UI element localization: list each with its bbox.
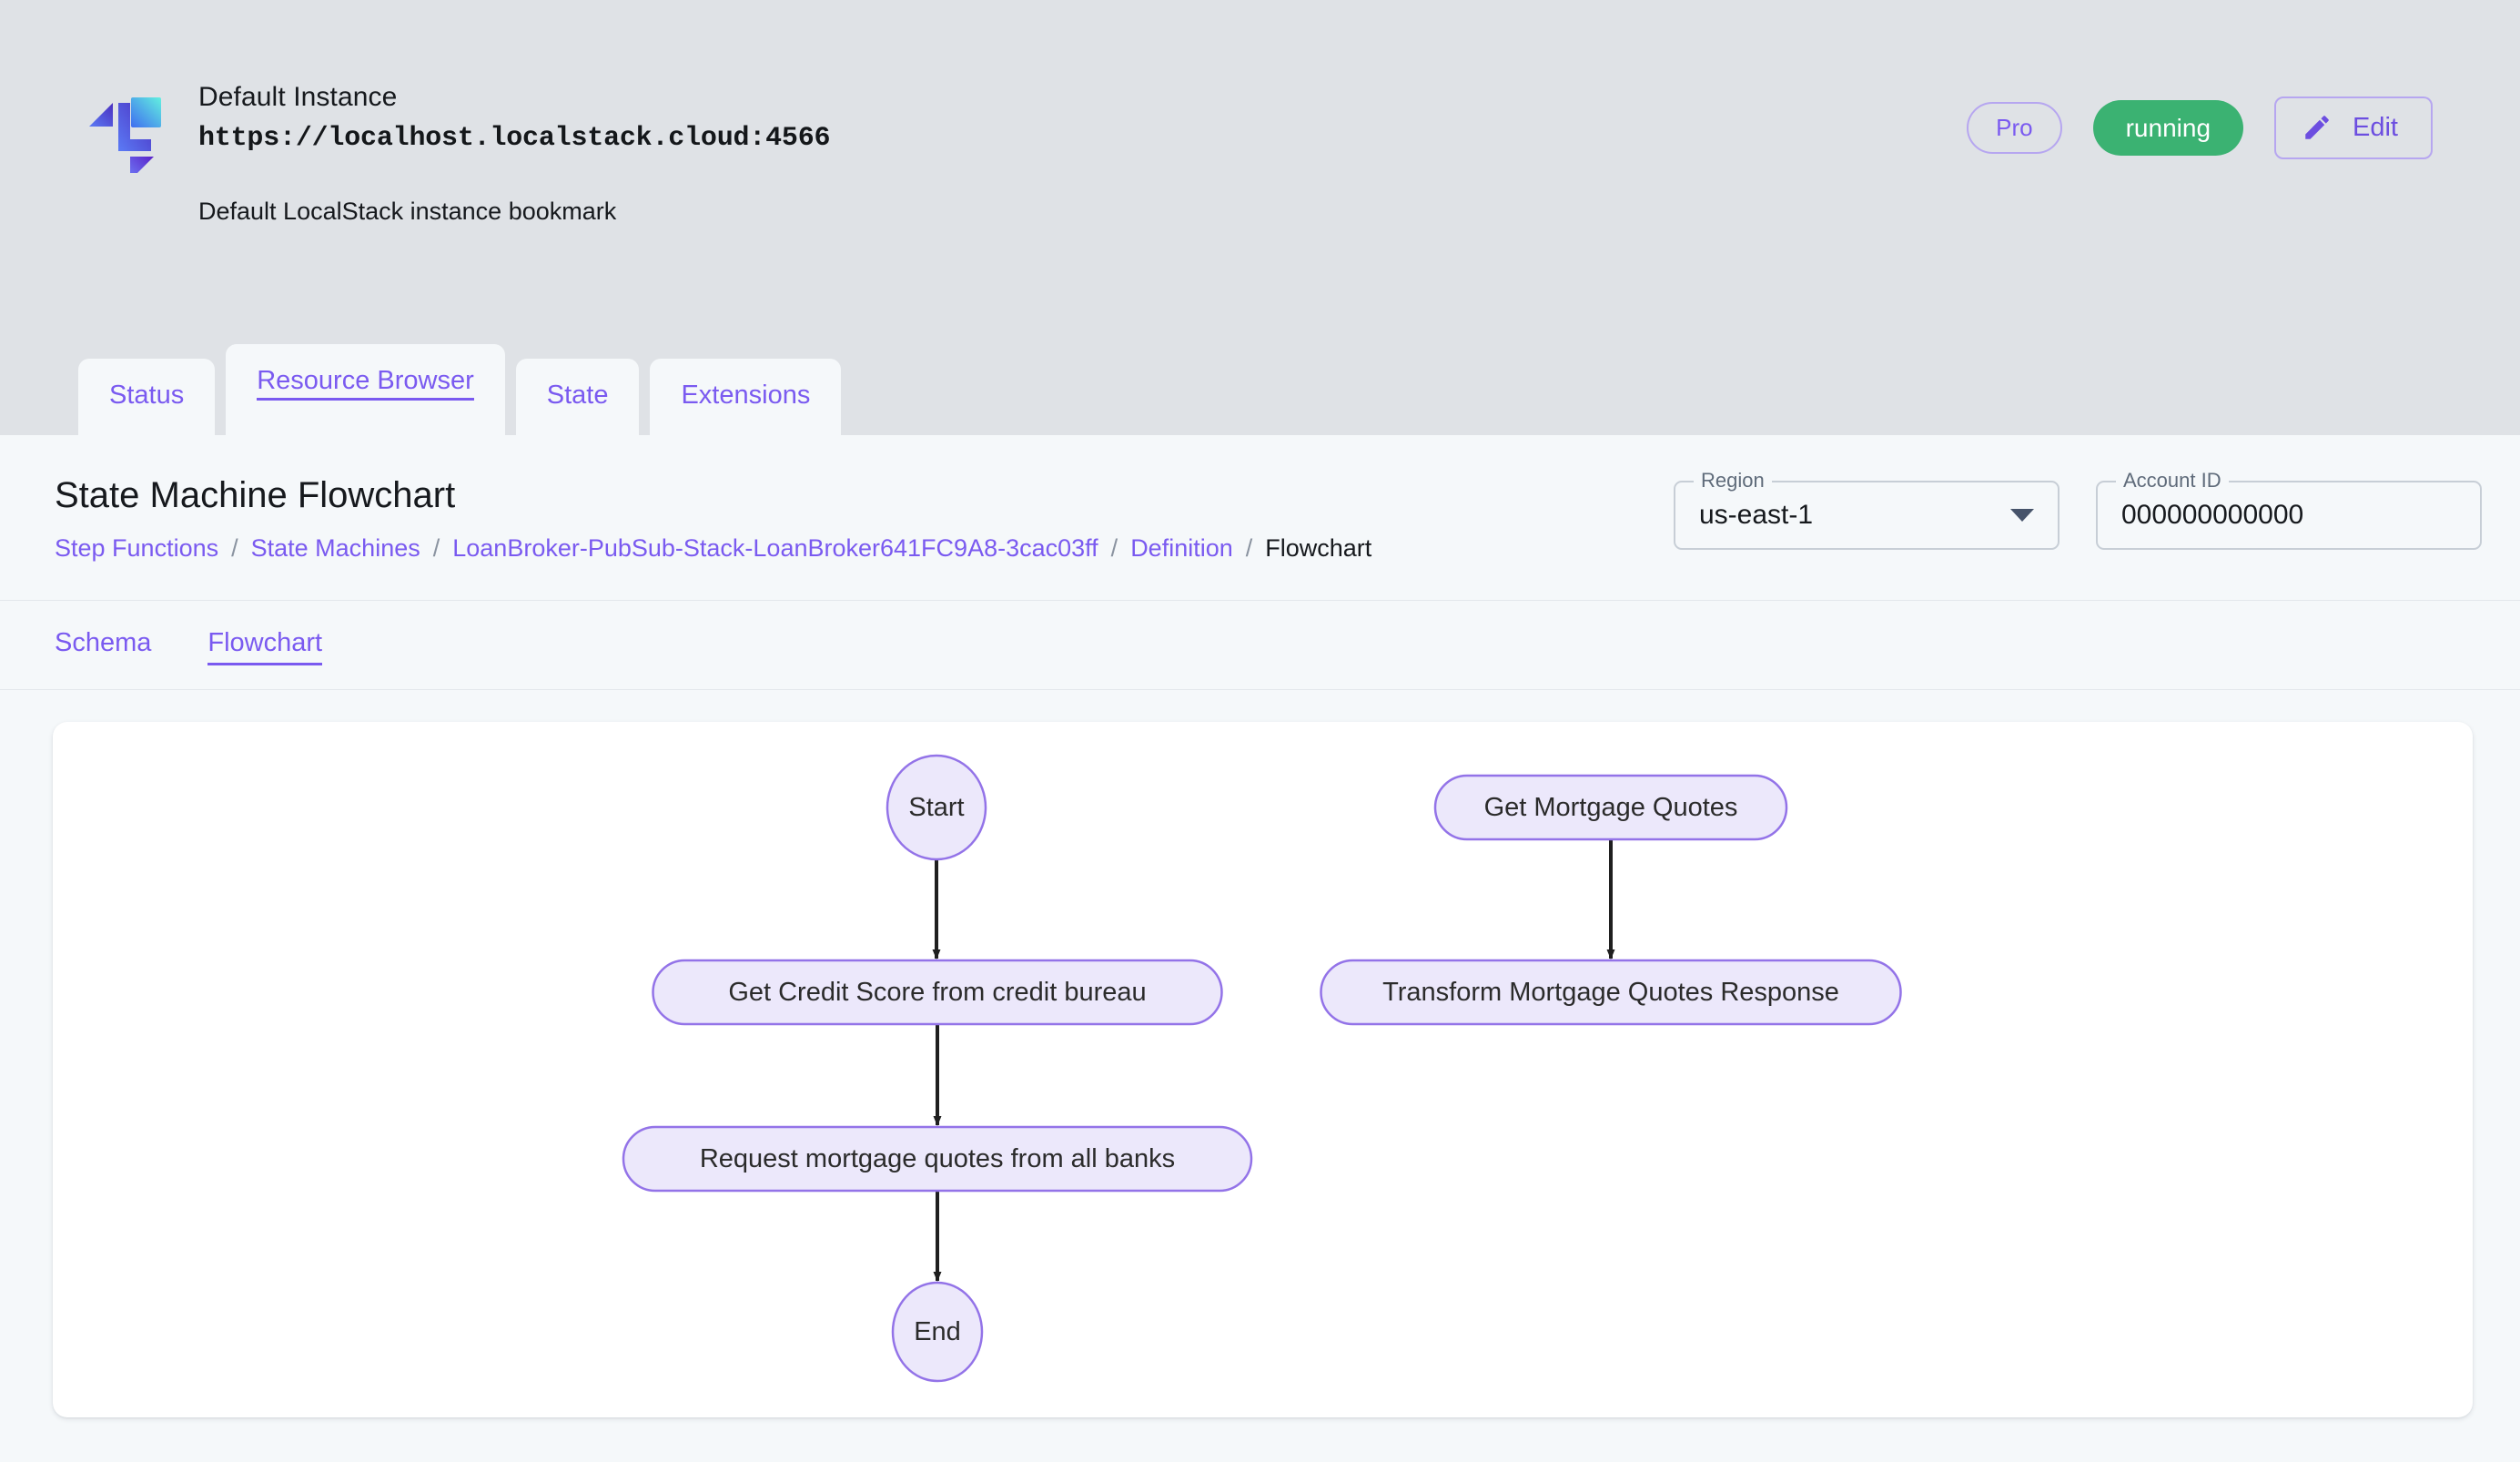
page-title: State Machine Flowchart	[55, 475, 456, 515]
flow-node-label: Start	[908, 793, 964, 822]
chevron-down-icon[interactable]	[2010, 509, 2034, 522]
account-id-field[interactable]: Account ID 000000000000	[2096, 471, 2482, 550]
instance-header: Default Instance https://localhost.local…	[0, 0, 2520, 435]
flow-node-label: Transform Mortgage Quotes Response	[1382, 978, 1839, 1007]
instance-info: Default Instance https://localhost.local…	[198, 80, 831, 226]
localstack-logo-icon	[87, 89, 162, 173]
flow-node-label: Get Credit Score from credit bureau	[728, 978, 1146, 1007]
status-badge[interactable]: running	[2092, 99, 2244, 157]
main-tabs: Status Resource Browser State Extensions	[78, 343, 842, 435]
subtab-flowchart[interactable]: Flowchart	[207, 626, 323, 665]
flow-node-credit[interactable]: Get Credit Score from credit bureau	[652, 959, 1223, 1025]
breadcrumb: Step Functions / State Machines / LoanBr…	[55, 533, 2520, 564]
account-id-label: Account ID	[2116, 471, 2229, 491]
pro-badge[interactable]: Pro	[1967, 102, 2062, 154]
flow-node-transform[interactable]: Transform Mortgage Quotes Response	[1320, 959, 1902, 1025]
breadcrumb-item-step-functions[interactable]: Step Functions	[55, 533, 219, 562]
tab-resource-browser-label: Resource Browser	[257, 365, 474, 401]
pencil-icon	[2302, 112, 2333, 143]
breadcrumb-item-flowchart: Flowchart	[1265, 533, 1372, 562]
definition-subtabs: Schema Flowchart	[0, 601, 2520, 690]
flow-node-shape	[622, 1125, 1253, 1192]
region-value: us-east-1	[1699, 500, 1814, 530]
tab-resource-browser[interactable]: Resource Browser	[226, 343, 505, 435]
instance-name: Default Instance	[198, 82, 398, 112]
instance-description: Default LocalStack instance bookmark	[198, 198, 617, 225]
region-select[interactable]: Region us-east-1	[1674, 471, 2060, 550]
flow-node-label: Get Mortgage Quotes	[1484, 793, 1738, 822]
tab-extensions[interactable]: Extensions	[650, 358, 842, 435]
flow-node-getquotes[interactable]: Get Mortgage Quotes	[1433, 774, 1788, 840]
flow-node-end[interactable]: End	[891, 1281, 984, 1382]
flow-node-start[interactable]: Start	[886, 754, 987, 860]
flow-node-request[interactable]: Request mortgage quotes from all banks	[622, 1125, 1253, 1192]
subtab-schema[interactable]: Schema	[55, 628, 152, 657]
breadcrumb-item-definition[interactable]: Definition	[1130, 533, 1233, 562]
instance-url: https://localhost.localstack.cloud:4566	[198, 122, 831, 154]
edit-button[interactable]: Edit	[2274, 96, 2433, 159]
flow-node-shape	[891, 1281, 984, 1382]
flow-node-shape	[886, 754, 987, 860]
tab-state-label: State	[546, 380, 609, 410]
flow-node-shape	[652, 959, 1223, 1025]
tab-status-label: Status	[109, 380, 185, 410]
breadcrumb-item-state-machines[interactable]: State Machines	[250, 533, 420, 562]
region-label: Region	[1694, 471, 1772, 491]
flow-node-shape	[1320, 959, 1902, 1025]
flow-node-label: Request mortgage quotes from all banks	[700, 1144, 1175, 1173]
selectors: Region us-east-1 Account ID 000000000000	[1674, 471, 2482, 550]
breadcrumb-separator: /	[231, 533, 238, 562]
account-id-value: 000000000000	[2121, 500, 2304, 530]
tab-state[interactable]: State	[515, 358, 640, 435]
content-area: State Machine Flowchart Step Functions /…	[0, 435, 2520, 1462]
flow-node-shape	[1433, 774, 1788, 840]
header-actions: Pro running Edit	[1967, 96, 2433, 159]
edit-button-label: Edit	[2353, 113, 2398, 142]
breadcrumb-item-state-machine-name[interactable]: LoanBroker-PubSub-Stack-LoanBroker641FC9…	[452, 533, 1098, 562]
breadcrumb-separator: /	[1110, 533, 1118, 562]
flow-node-label: End	[914, 1317, 961, 1346]
tab-status[interactable]: Status	[78, 358, 216, 435]
breadcrumb-separator: /	[432, 533, 440, 562]
breadcrumb-separator: /	[1245, 533, 1253, 562]
tab-extensions-label: Extensions	[681, 380, 811, 410]
page-titlebar: State Machine Flowchart Step Functions /…	[0, 435, 2520, 601]
